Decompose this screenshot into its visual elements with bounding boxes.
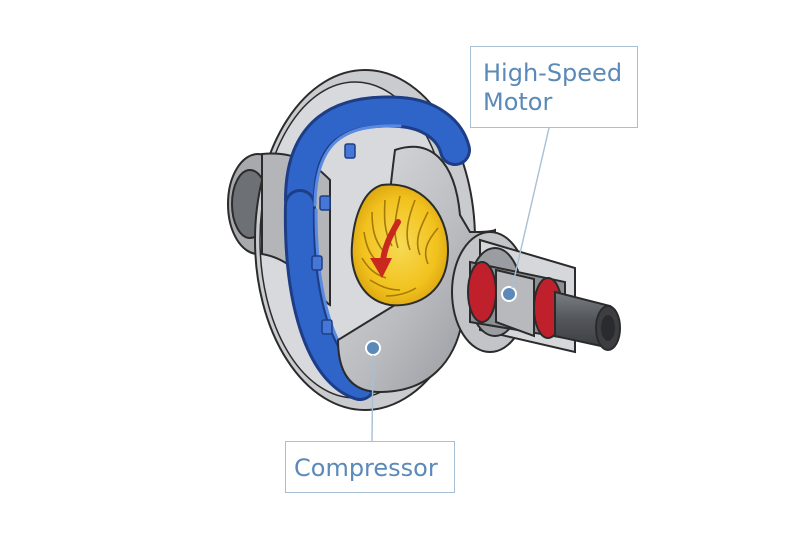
motor-callout-dot	[501, 286, 517, 302]
compressor-callout: Compressor	[285, 441, 455, 493]
motor-callout: High-Speed Motor	[470, 46, 638, 128]
impeller	[350, 183, 450, 307]
motor-label-line1: High-Speed	[483, 59, 623, 87]
compressor-leader-line	[371, 354, 374, 442]
volute-bolts	[311, 143, 356, 335]
compressor-label: Compressor	[294, 454, 438, 482]
motor-label-line2: Motor	[483, 88, 553, 116]
output-shaft	[554, 290, 621, 351]
motor-leader-line	[511, 127, 550, 289]
compressor-callout-dot	[365, 340, 381, 356]
rotation-arrowhead	[370, 258, 392, 278]
